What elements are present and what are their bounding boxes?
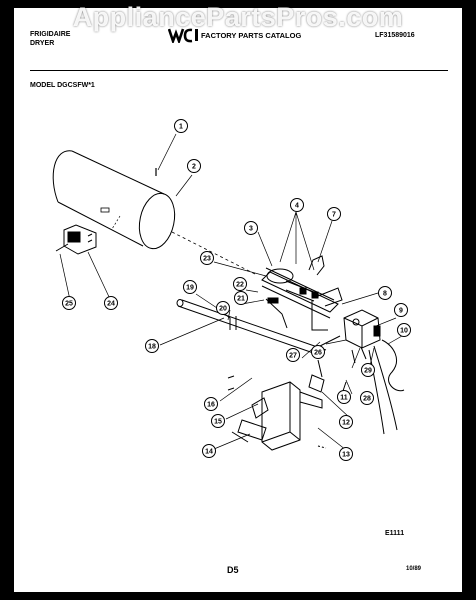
flame-sensor <box>308 255 325 276</box>
callout-21 <box>234 291 248 305</box>
callout-18 <box>145 339 159 353</box>
callout-10 <box>397 323 411 337</box>
brand-block: FRIGIDAIRE DRYER <box>30 30 70 48</box>
callout-8 <box>378 286 392 300</box>
callout-label-8: 8 <box>383 291 387 298</box>
callout-19 <box>183 280 197 294</box>
callout-label-21: 21 <box>237 296 245 303</box>
wire-lead-1 <box>373 345 398 431</box>
gas-supply-rod <box>176 299 327 357</box>
callout-28 <box>360 391 374 405</box>
wire-harness <box>381 339 405 392</box>
callout-3 <box>244 221 258 235</box>
callout-label-25: 25 <box>65 301 73 308</box>
callout-numbers: 1 2 3 4 7 8 9 10 23 22 21 20 19 18 27 26… <box>65 124 408 459</box>
callout-label-4: 4 <box>295 203 299 210</box>
callout-label-1: 1 <box>179 124 183 131</box>
bracket-clip <box>251 397 269 419</box>
callout-label-13: 13 <box>342 452 350 459</box>
callout-25 <box>62 296 76 310</box>
callout-label-10: 10 <box>400 328 408 335</box>
callout-label-20: 20 <box>219 306 227 313</box>
callout-14 <box>202 444 216 458</box>
gas-pipe <box>319 335 341 347</box>
diagram-code: E1111 <box>385 530 405 537</box>
callout-29 <box>361 363 375 377</box>
callout-label-27: 27 <box>289 353 297 360</box>
callout-16 <box>204 397 218 411</box>
burner-assembly <box>261 267 343 331</box>
callout-13 <box>339 447 353 461</box>
small-screws <box>227 375 235 391</box>
wire-lead-2 <box>368 349 385 435</box>
mounting-plate <box>231 431 249 443</box>
callout-27 <box>286 348 300 362</box>
wci-logo <box>168 28 198 43</box>
model-label: MODEL DGCSFW*1 <box>30 82 95 89</box>
callout-15 <box>211 414 225 428</box>
catalog-date: 10/89 <box>406 566 422 572</box>
callout-4 <box>290 198 304 212</box>
pipe-fitting <box>308 359 325 393</box>
callout-11 <box>337 390 351 404</box>
callout-label-24: 24 <box>107 301 115 308</box>
catalog-part-number: LF31589016 <box>375 32 415 39</box>
callout-label-7: 7 <box>332 212 336 219</box>
callout-label-14: 14 <box>205 449 213 456</box>
lamp-bracket <box>63 224 97 255</box>
valve-bracket <box>237 381 323 451</box>
callout-label-28: 28 <box>363 396 371 403</box>
drum-part <box>52 150 176 250</box>
callout-22 <box>233 277 247 291</box>
callout-label-29: 29 <box>364 368 372 375</box>
callout-label-2: 2 <box>192 164 196 171</box>
callout-24 <box>104 296 118 310</box>
drum-axis-line <box>171 231 256 275</box>
callout-label-12: 12 <box>342 420 350 427</box>
callout-12 <box>339 415 353 429</box>
callout-label-3: 3 <box>249 226 253 233</box>
callout-label-22: 22 <box>236 282 244 289</box>
callout-circles <box>62 119 411 461</box>
page-number: D5 <box>227 565 239 575</box>
callout-label-15: 15 <box>214 419 222 426</box>
callout-9 <box>394 303 408 317</box>
catalog-title: FACTORY PARTS CATALOG <box>201 31 302 40</box>
callout-label-18: 18 <box>148 344 156 351</box>
callout-23 <box>200 251 214 265</box>
gas-valve <box>343 309 381 364</box>
header-rule <box>30 70 448 71</box>
callout-label-19: 19 <box>186 285 194 292</box>
callout-20 <box>216 301 230 315</box>
callout-label-23: 23 <box>203 256 211 263</box>
callout-2 <box>187 159 201 173</box>
callout-leaders <box>59 133 403 451</box>
callout-label-9: 9 <box>399 308 403 315</box>
callout-label-11: 11 <box>340 395 348 402</box>
callout-label-26: 26 <box>314 350 322 357</box>
callout-label-16: 16 <box>207 402 215 409</box>
product-type: DRYER <box>30 40 55 47</box>
callout-7 <box>327 207 341 221</box>
brand-name: FRIGIDAIRE <box>30 31 71 38</box>
callout-26 <box>311 345 325 359</box>
igniter-part <box>265 297 288 329</box>
callout-1 <box>174 119 188 133</box>
lamp-screw <box>55 243 69 252</box>
